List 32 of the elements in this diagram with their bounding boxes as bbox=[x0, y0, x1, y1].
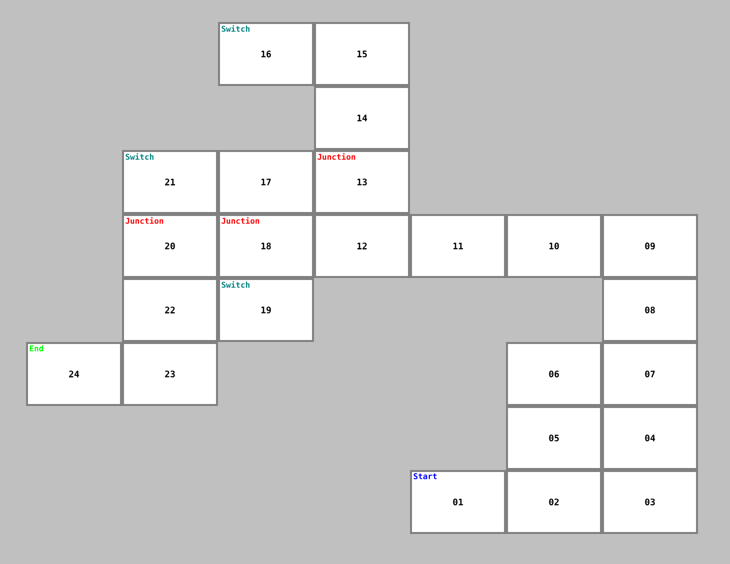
tile: 24 End bbox=[26, 342, 122, 406]
tile: 05 bbox=[506, 406, 602, 470]
tile: 14 bbox=[314, 86, 410, 150]
tile-label: Junction bbox=[126, 217, 164, 224]
tile-label: Start bbox=[414, 473, 437, 480]
tile: 19 Switch bbox=[218, 278, 314, 342]
tile: 04 bbox=[602, 406, 698, 470]
tile: 11 bbox=[410, 214, 506, 278]
tile-label: End bbox=[30, 345, 44, 352]
tile: 17 bbox=[218, 150, 314, 214]
tile-label: Junction bbox=[318, 153, 356, 160]
tile: 08 bbox=[602, 278, 698, 342]
tile: 12 bbox=[314, 214, 410, 278]
tile: 16 Switch bbox=[218, 22, 314, 86]
tile-label: Switch bbox=[222, 25, 250, 32]
tile: 06 bbox=[506, 342, 602, 406]
tile: 23 bbox=[122, 342, 218, 406]
tile-label: Switch bbox=[222, 281, 250, 288]
tile: 07 bbox=[602, 342, 698, 406]
tile: 13 Junction bbox=[314, 150, 410, 214]
tile: 21 Switch bbox=[122, 150, 218, 214]
tile: 02 bbox=[506, 470, 602, 534]
tile: 15 bbox=[314, 22, 410, 86]
tile-label: Junction bbox=[222, 217, 260, 224]
tile-label: Switch bbox=[126, 153, 154, 160]
tile: 01 Start bbox=[410, 470, 506, 534]
tile: 18 Junction bbox=[218, 214, 314, 278]
tile: 09 bbox=[602, 214, 698, 278]
tile: 03 bbox=[602, 470, 698, 534]
tile: 10 bbox=[506, 214, 602, 278]
tile: 20 Junction bbox=[122, 214, 218, 278]
tile: 22 bbox=[122, 278, 218, 342]
